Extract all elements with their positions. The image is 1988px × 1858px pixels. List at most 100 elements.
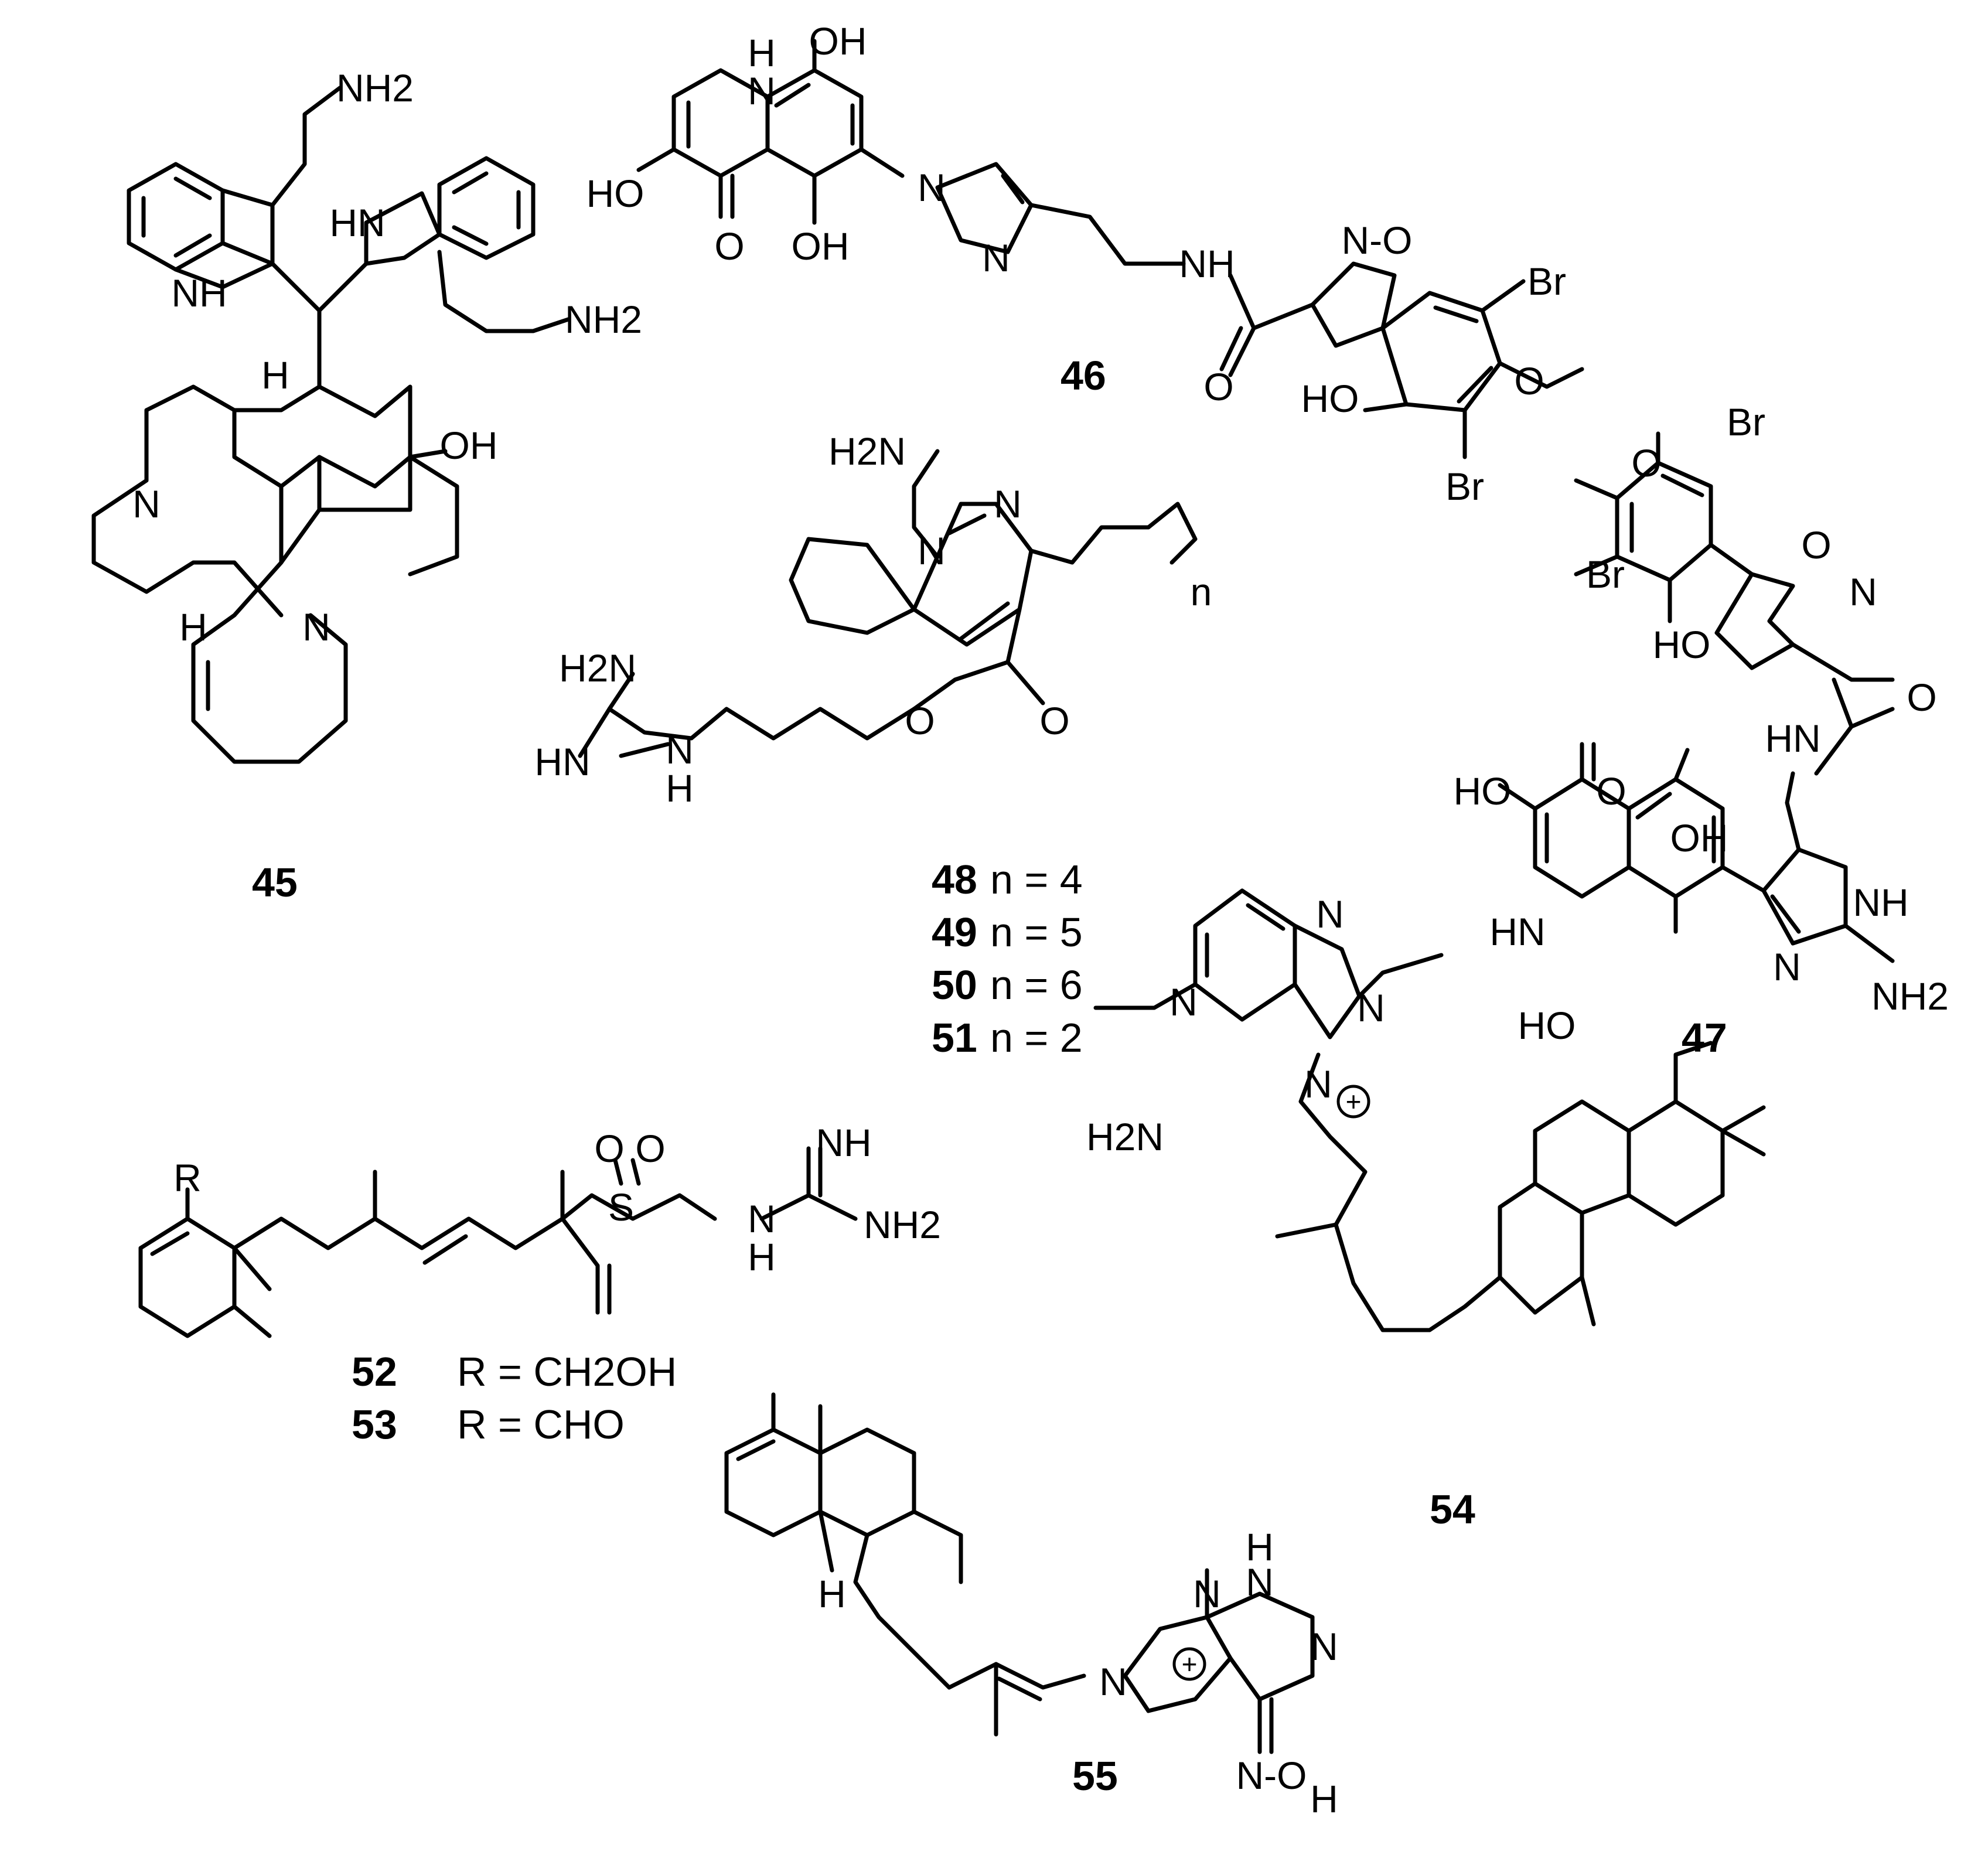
atom-h: H <box>818 1572 846 1615</box>
atom-o: O <box>635 1127 665 1170</box>
atom-ho: HO <box>1301 377 1359 420</box>
compound-number-54: 54 <box>1430 1487 1475 1532</box>
compound-48-51-structure <box>578 449 1198 758</box>
atom-nh: NH <box>1853 881 1908 924</box>
atom-br: Br <box>1445 465 1484 508</box>
atom-o: O <box>1203 365 1233 408</box>
compound-number-55: 55 <box>1072 1753 1118 1799</box>
atom-br: Br <box>1527 260 1566 303</box>
compound-46-structure <box>636 39 1584 459</box>
atom-nh2: NH2 <box>864 1203 941 1246</box>
compound-number-46: 46 <box>1061 353 1106 398</box>
compound-formula-48: n = 4 <box>990 857 1083 902</box>
atom-n: N <box>132 482 161 526</box>
compound-55-atoms: H N N H N N N-O H <box>818 1525 1338 1821</box>
atom-nh: NH <box>1179 242 1235 285</box>
compound-number-53: 53 <box>352 1402 397 1447</box>
atom-h: H <box>1310 1777 1338 1821</box>
compound-54-atoms: N N N H2N N <box>1086 892 1385 1158</box>
atom-o: O <box>1907 676 1936 719</box>
compound-number-49: 49 <box>932 909 977 955</box>
atom-n: N <box>918 529 946 572</box>
atom-ho: HO <box>1518 1004 1576 1047</box>
atom-ho: HO <box>1653 623 1711 666</box>
atom-n: N <box>918 166 946 209</box>
atom-oh: OH <box>809 19 867 63</box>
compound-46-atoms: H N OH HO O OH N N NH O N-O Br O HO Br <box>586 19 1567 508</box>
atom-br: Br <box>1586 553 1625 596</box>
atom-h2n: H2N <box>559 646 636 690</box>
compound-54-charge: + <box>1336 1085 1370 1119</box>
atom-n: N <box>666 728 694 772</box>
compound-formula-50: n = 6 <box>990 962 1083 1008</box>
atom-nh: NH <box>816 1121 871 1164</box>
compound-number-47: 47 <box>1682 1015 1727 1061</box>
atom-no: N-O <box>1342 219 1413 262</box>
compound-47-atoms: Br O Br HO O N O HN HO O OH HN NH N NH2 … <box>1454 400 1949 1047</box>
atom-n: N <box>982 236 1010 279</box>
charge-plus: + <box>1346 1086 1362 1117</box>
atom-o: O <box>594 1127 624 1170</box>
atom-o: O <box>905 699 935 742</box>
compound-formula-52: R = CH2OH <box>457 1349 677 1395</box>
compound-formula-53: R = CHO <box>457 1402 625 1447</box>
positive-charge-icon <box>1172 1647 1206 1681</box>
atom-n: N <box>994 482 1022 526</box>
atom-o: O <box>714 224 744 268</box>
atom-h: H <box>1246 1525 1274 1569</box>
compound-55-structure <box>724 1392 1315 1754</box>
atom-h: H <box>748 1235 776 1279</box>
atom-nh: NH <box>171 271 227 315</box>
compound-labels: 45 46 47 48 n = 4 49 n = 5 50 n = 6 51 n… <box>252 353 1727 1799</box>
atom-h2n: H2N <box>1086 1115 1164 1158</box>
compound-52-53-atoms: R S O O NH N H NH2 <box>173 1121 941 1279</box>
compound-formula-51: n = 2 <box>990 1015 1083 1061</box>
atom-n: N <box>1246 1560 1274 1604</box>
compound-number-52: 52 <box>352 1349 397 1395</box>
atom-nh2: NH2 <box>565 298 642 341</box>
atom-h: H <box>179 605 207 649</box>
atom-r: R <box>173 1156 202 1199</box>
atom-h: H <box>748 31 776 74</box>
atom-ho: HO <box>1454 769 1512 813</box>
atom-n: N <box>1316 892 1344 936</box>
atom-hn: HN <box>534 740 590 783</box>
atom-oh: OH <box>440 424 498 467</box>
compound-52-53-structure <box>138 1146 858 1338</box>
atom-n: N <box>302 605 330 649</box>
atom-hn: HN <box>1489 910 1545 953</box>
atom-nh2: NH2 <box>1871 974 1949 1018</box>
atom-hn: HN <box>329 201 385 244</box>
atom-oh: OH <box>1670 816 1728 860</box>
atom-nh2: NH2 <box>336 66 414 110</box>
atom-n: N <box>748 1197 776 1240</box>
compound-47-structure <box>1498 431 1895 963</box>
compound-number-50: 50 <box>932 962 977 1008</box>
atom-n: N <box>1849 570 1877 613</box>
atom-h: H <box>666 766 694 810</box>
charge-plus: + <box>1182 1649 1198 1679</box>
atom-n: N <box>1357 986 1385 1029</box>
compound-number-51: 51 <box>932 1015 977 1061</box>
positive-charge-icon <box>1336 1085 1370 1119</box>
atom-o: O <box>1631 441 1661 485</box>
atom-o: O <box>1801 523 1831 567</box>
atom-oh: OH <box>792 224 850 268</box>
compound-48-51-atoms: H2N N N n O O H2N HN N H <box>534 429 1212 810</box>
atom-ho: HO <box>586 172 645 215</box>
atom-h2n: H2N <box>828 429 906 473</box>
atom-n: N <box>1773 945 1801 988</box>
atom-n: N <box>1310 1625 1338 1668</box>
atom-no: N-O <box>1236 1754 1307 1797</box>
compound-number-45: 45 <box>252 860 298 905</box>
atom-n: N <box>1169 980 1198 1024</box>
atom-n: N <box>748 69 776 112</box>
atom-hn: HN <box>1765 717 1820 760</box>
atom-n: N <box>1193 1572 1221 1615</box>
compound-45-structure <box>91 86 571 764</box>
atom-o: O <box>1039 699 1069 742</box>
atom-o: O <box>1596 769 1626 813</box>
atom-h: H <box>261 353 289 397</box>
